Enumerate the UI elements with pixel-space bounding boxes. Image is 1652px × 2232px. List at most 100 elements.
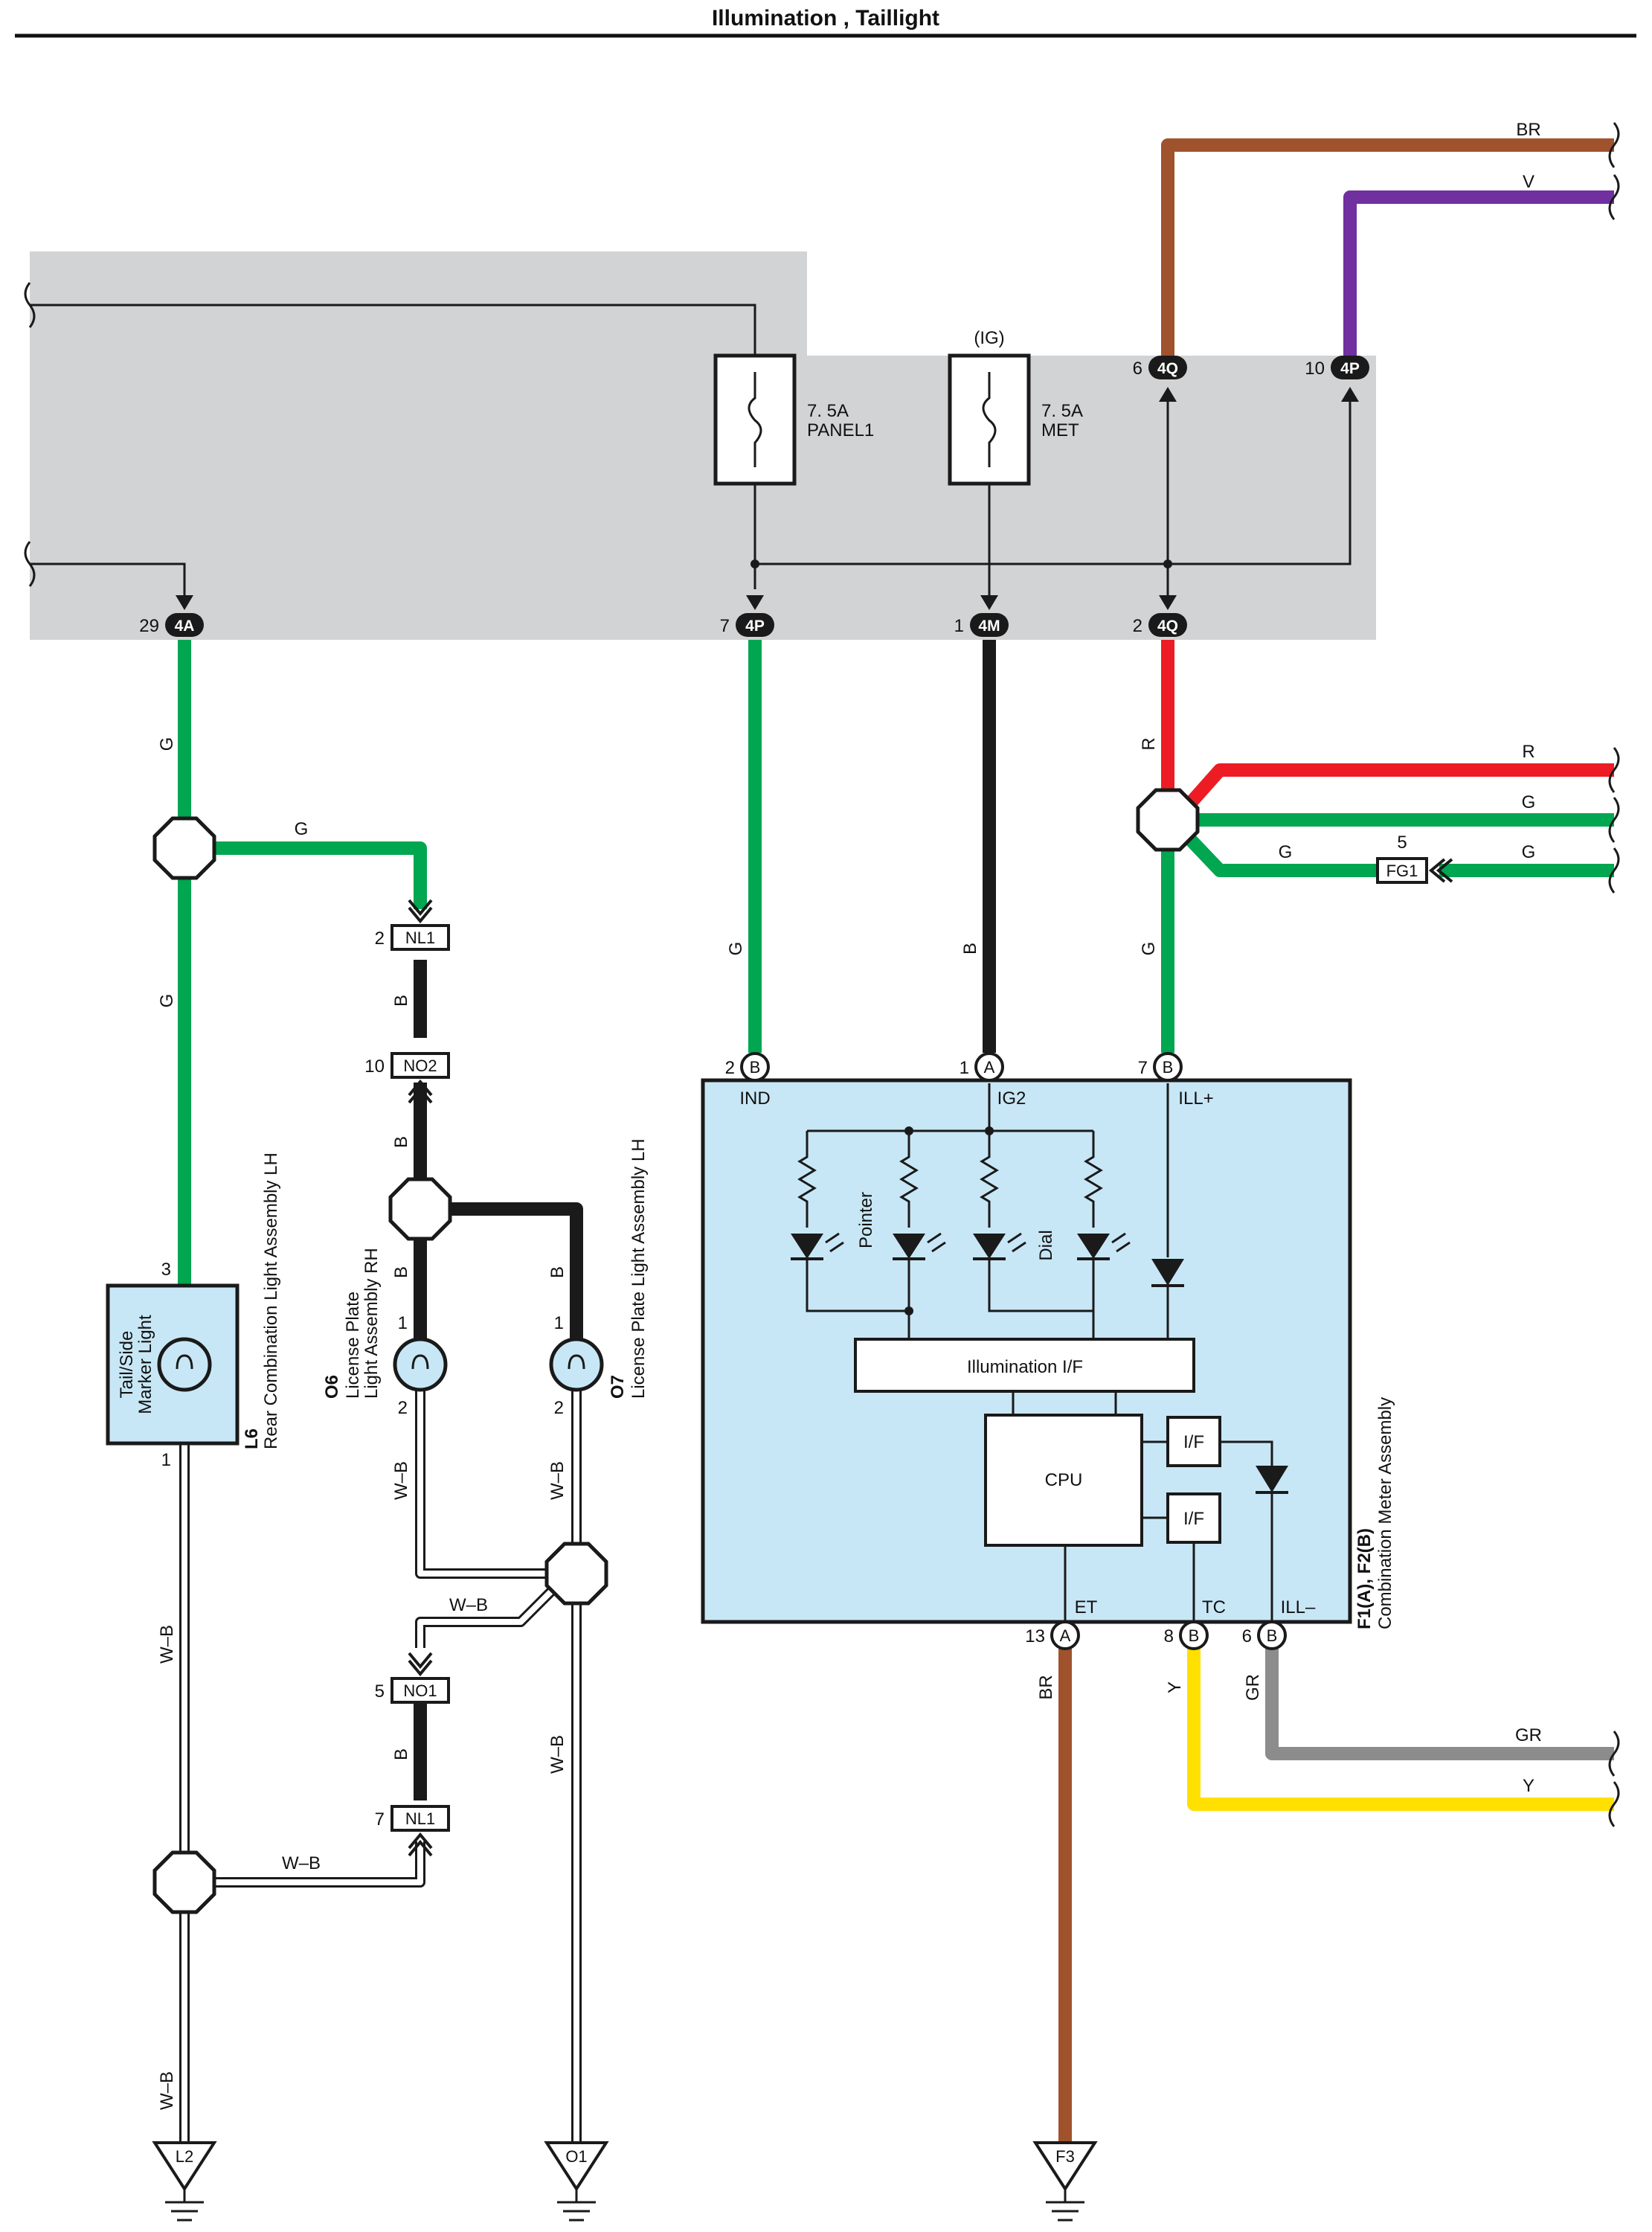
svg-text:FG1: FG1 (1386, 862, 1418, 880)
svg-text:G: G (295, 819, 309, 839)
component-combination-meter: B 2 IND A 1 IG2 B 7 ILL+ (701, 1052, 1395, 1650)
l6-inner-line1: Tail/Side (117, 1331, 137, 1399)
l6-inner-line2: Marker Light (135, 1315, 155, 1414)
fuse-panel1: 7. 5A PANEL1 (713, 353, 874, 486)
component-o6: 1 2 O6 License Plate Light Assembly RH (322, 1248, 448, 1418)
diagram-title: Illumination , Taillight (712, 6, 939, 31)
svg-text:G: G (157, 994, 177, 1008)
ground-l2: L2 (152, 2141, 217, 2222)
svg-text:G: G (1139, 942, 1159, 956)
svg-text:A: A (984, 1058, 995, 1077)
svg-text:10: 10 (1305, 359, 1325, 379)
svg-text:B: B (547, 1266, 568, 1278)
svg-text:I/F: I/F (1183, 1509, 1204, 1529)
svg-text:BR: BR (1036, 1675, 1056, 1699)
led-label-dial: Dial (1036, 1230, 1056, 1260)
svg-text:4P: 4P (1340, 360, 1360, 377)
svg-text:W–B: W–B (547, 1461, 568, 1500)
svg-text:A: A (1060, 1626, 1071, 1645)
meter-id: F1(A), F2(B) (1354, 1528, 1375, 1629)
svg-text:6: 6 (1242, 1626, 1252, 1646)
jb-connector-6-4Q: 4Q 6 (1133, 356, 1187, 379)
svg-text:2: 2 (554, 1398, 564, 1418)
component-o7: 1 2 O7 License Plate Light Assembly LH (549, 1138, 649, 1418)
svg-text:G: G (726, 942, 746, 956)
wire-g-fg1-left (1185, 834, 1380, 877)
wire-r-right (1185, 763, 1614, 808)
wire-color-labels: BR V G G G G B R G R G G G B B B B W–B W… (157, 120, 1542, 2110)
svg-text:IND: IND (739, 1088, 770, 1109)
svg-text:NO1: NO1 (403, 1681, 437, 1700)
svg-text:B: B (1189, 1626, 1200, 1645)
svg-text:Y: Y (1523, 1776, 1534, 1796)
svg-text:6: 6 (1133, 359, 1142, 379)
svg-text:B: B (1163, 1058, 1174, 1077)
o7-id: O7 (608, 1375, 628, 1399)
svg-text:1: 1 (554, 1313, 564, 1333)
wire-g-nl1 (184, 841, 427, 909)
wire-b-o7 (420, 1202, 583, 1339)
ground-o1: O1 (544, 2141, 609, 2222)
svg-text:1: 1 (960, 1058, 969, 1078)
svg-text:4A: 4A (175, 618, 195, 635)
svg-text:B: B (1267, 1626, 1278, 1645)
o7-name: License Plate Light Assembly LH (629, 1138, 649, 1399)
svg-text:5: 5 (375, 1681, 385, 1702)
svg-text:W–B: W–B (157, 2071, 177, 2110)
wire-br-top (1161, 138, 1614, 371)
cpu-block (984, 1414, 1143, 1547)
svg-text:GR: GR (1515, 1725, 1542, 1745)
svg-text:W–B: W–B (449, 1595, 488, 1615)
meter-led-array: Pointer Dial (791, 1126, 1131, 1339)
jb-connector-2-4Q: 4Q 2 (1133, 613, 1187, 637)
svg-text:7: 7 (720, 616, 730, 636)
fuse-met-rating: 7. 5A (1041, 401, 1083, 421)
o6-name-line2: Light Assembly RH (361, 1248, 382, 1399)
jb-connector-29-4A: 4A 29 (139, 613, 204, 637)
meter-pin-ind: B 2 IND (725, 1052, 771, 1109)
wire-v-top (1343, 190, 1614, 371)
svg-text:ET: ET (1075, 1597, 1098, 1617)
svg-text:4M: 4M (978, 618, 1000, 635)
svg-text:4Q: 4Q (1157, 618, 1178, 635)
ground-f3: F3 (1032, 2141, 1098, 2222)
svg-text:G: G (1279, 842, 1293, 862)
svg-text:V: V (1523, 172, 1534, 192)
meter-pin-ig2: A 1 IG2 (960, 1052, 1026, 1109)
svg-text:B: B (391, 1266, 411, 1278)
meter-name: Combination Meter Assembly (1375, 1397, 1395, 1629)
svg-text:W–B: W–B (282, 1853, 321, 1873)
svg-text:3: 3 (161, 1260, 171, 1280)
wire-wb-group (179, 1390, 582, 2150)
svg-text:L2: L2 (176, 2147, 193, 2166)
svg-text:10: 10 (364, 1056, 385, 1077)
svg-text:IG2: IG2 (997, 1088, 1026, 1109)
svg-text:29: 29 (139, 616, 159, 636)
svg-text:NL1: NL1 (405, 1809, 435, 1828)
component-l6: Tail/Side Marker Light 3 1 L6 Rear Combi… (106, 1152, 281, 1470)
wire-break-marks (1608, 122, 1620, 1827)
svg-text:B: B (750, 1058, 761, 1077)
if-block-2 (1166, 1492, 1221, 1544)
meter-pin-tc: TC B 8 (1164, 1597, 1226, 1650)
svg-text:W–B: W–B (547, 1735, 568, 1774)
svg-text:BR: BR (1516, 120, 1540, 140)
meter-pin-ill-minus: ILL– B 6 (1242, 1597, 1316, 1650)
svg-text:2: 2 (725, 1058, 735, 1078)
svg-text:NL1: NL1 (405, 929, 435, 947)
l6-name: Rear Combination Light Assembly LH (261, 1152, 281, 1449)
led-label-pointer: Pointer (856, 1192, 876, 1248)
fuse-met-name: MET (1041, 420, 1079, 440)
svg-text:W–B: W–B (157, 1625, 177, 1664)
svg-text:W–B: W–B (391, 1461, 411, 1500)
fuse-panel1-rating: 7. 5A (807, 401, 849, 421)
svg-text:2: 2 (375, 929, 385, 949)
wire-y-tc (1187, 1648, 1614, 1811)
svg-text:13: 13 (1025, 1626, 1045, 1646)
connector-no2-10: NO2 10 (364, 1052, 450, 1104)
meter-pin-ill-plus: B 7 ILL+ (1138, 1052, 1214, 1109)
svg-text:ILL–: ILL– (1281, 1597, 1316, 1617)
svg-text:GR: GR (1243, 1674, 1263, 1701)
svg-text:R: R (1522, 742, 1534, 762)
